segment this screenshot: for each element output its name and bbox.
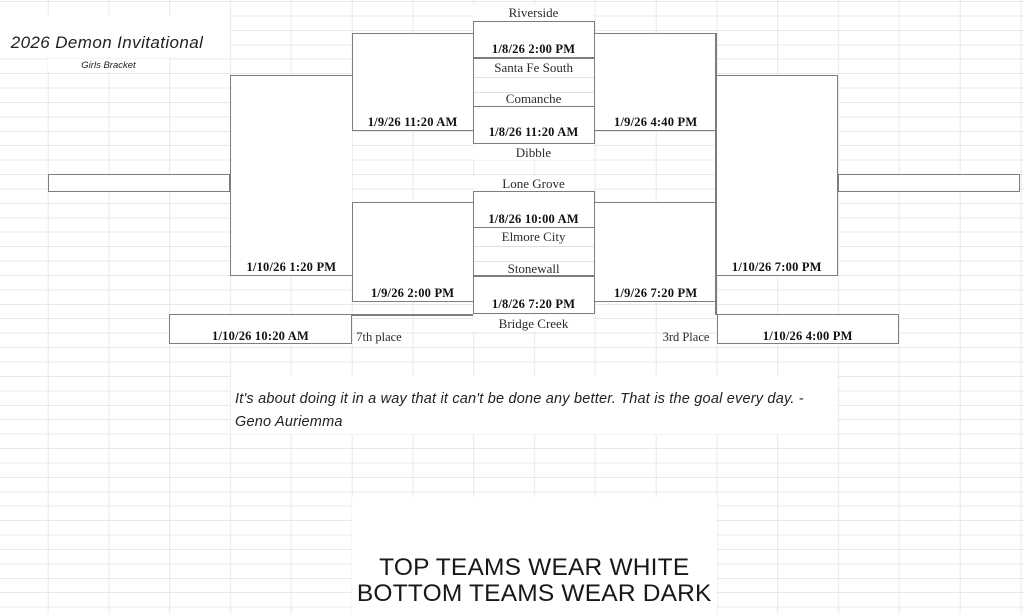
right-final-box: 1/10/26 7:00 PM (716, 74, 839, 277)
left-final-time: 1/10/26 1:20 PM (246, 260, 337, 275)
bracket-line (715, 33, 717, 316)
notice-line-2: BOTTOM TEAMS WEAR DARK (356, 579, 712, 607)
left-semifinal-1-time: 1/9/26 11:20 AM (367, 115, 458, 130)
team-label-dibble: Dibble (473, 145, 594, 160)
first-round-group-top: 1/8/26 2:00 PM Santa Fe South Comanche 1… (472, 20, 595, 144)
third-place-time: 1/10/26 4:00 PM (762, 328, 853, 343)
page-subtitle: Girls Bracket (81, 60, 136, 71)
seventh-place-label: 7th place (356, 330, 402, 344)
team-label-riverside: Riverside (473, 4, 594, 20)
quote-line-1: It's about doing it in a way that it can… (235, 391, 804, 407)
right-winner-slot (838, 174, 1021, 192)
game3-time: 1/8/26 10:00 AM (488, 211, 579, 226)
cell-gridline (473, 260, 594, 262)
cell-gridline (473, 246, 594, 248)
seventh-place-time: 1/10/26 10:20 AM (212, 328, 309, 343)
notice-line-1: TOP TEAMS WEAR WHITE (379, 554, 690, 581)
team-label-santa-fe-south: Santa Fe South (494, 59, 573, 75)
right-semifinal-1-time: 1/9/26 4:40 PM (614, 115, 698, 130)
right-semifinal-2-time: 1/9/26 7:20 PM (614, 286, 698, 301)
team-label-lone-grove: Lone Grove (473, 175, 594, 191)
team-label-elmore-city: Elmore City (501, 229, 566, 245)
page-title: 2026 Demon Invitational (10, 33, 204, 52)
subtitle-cell-background (47, 59, 170, 72)
right-semifinal-1-box: 1/9/26 4:40 PM (594, 33, 717, 132)
game2-time: 1/8/26 11:20 AM (488, 125, 579, 140)
left-semifinal-2-box: 1/9/26 2:00 PM (351, 201, 473, 303)
first-round-group-bottom: 1/8/26 10:00 AM Elmore City Stonewall 1/… (472, 191, 595, 314)
seventh-place-box: 1/10/26 10:20 AM (169, 314, 352, 344)
notice-cell-background: TOP TEAMS WEAR WHITE BOTTOM TEAMS WEAR D… (352, 497, 717, 614)
right-semifinal-2-box: 1/9/26 7:20 PM (594, 201, 717, 303)
quote-line-2: Geno Auriemma (235, 413, 343, 430)
team-label-stonewall: Stonewall (507, 260, 560, 276)
game4-time: 1/8/26 7:20 PM (491, 296, 576, 311)
left-semifinal-2-time: 1/9/26 2:00 PM (370, 286, 455, 301)
team-label-bridge-creek: Bridge Creek (473, 315, 594, 331)
bracket-line (351, 314, 474, 316)
bracket-line (473, 105, 594, 108)
left-final-box: 1/10/26 1:20 PM (230, 74, 352, 277)
left-semifinal-1-box: 1/9/26 11:20 AM (351, 33, 473, 132)
bracket-line (473, 275, 594, 277)
third-place-box: 1/10/26 4:00 PM (716, 314, 899, 344)
bracket-line (473, 226, 594, 229)
cell-gridline (473, 91, 594, 93)
left-winner-slot (47, 174, 231, 192)
team-label-comanche: Comanche (505, 91, 562, 107)
cell-gridline (473, 76, 594, 78)
quote-cell-background: It's about doing it in a way that it can… (231, 376, 837, 434)
right-final-time: 1/10/26 7:00 PM (731, 260, 822, 275)
game1-time: 1/8/26 2:00 PM (491, 41, 576, 56)
bracket-line (473, 57, 594, 59)
third-place-label: 3rd Place (662, 330, 710, 344)
uniform-notice: TOP TEAMS WEAR WHITE BOTTOM TEAMS WEAR D… (352, 555, 717, 607)
quote-text: It's about doing it in a way that it can… (231, 376, 837, 433)
title-cell-background (0, 15, 230, 57)
